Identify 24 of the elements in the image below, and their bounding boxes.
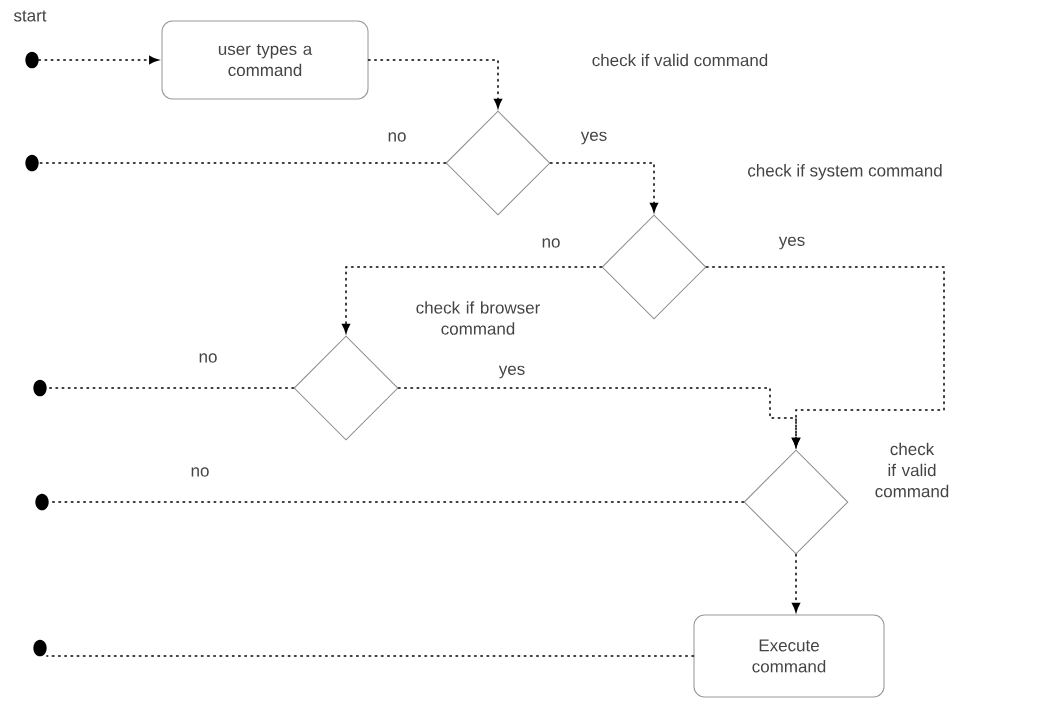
- edge-label: yes: [497, 364, 527, 380]
- edge-label: no: [197, 352, 219, 364]
- terminal-dot: [35, 493, 49, 511]
- arrow: [341, 266, 603, 334]
- edge-label: no: [189, 466, 211, 478]
- annotation-text: check if browser command: [416, 301, 540, 335]
- annotation-text: check if valid command: [592, 53, 768, 67]
- annotation-text: check if valid command: [875, 442, 949, 498]
- edge-label: yes: [777, 235, 807, 251]
- edge-label: yes: [579, 130, 609, 146]
- arrow: [791, 553, 801, 613]
- edge-label: no: [386, 131, 408, 143]
- arrow: [367, 59, 503, 109]
- arrow: [549, 162, 659, 213]
- arrow: [38, 55, 159, 65]
- process-box: Execute command: [693, 614, 885, 698]
- terminal-dot: [25, 154, 39, 172]
- terminal-dot: [33, 639, 47, 657]
- terminal-dot: [33, 379, 47, 397]
- annotation-text: start: [13, 10, 47, 22]
- annotation-text: check if system command: [748, 164, 942, 180]
- edge-label: no: [540, 237, 562, 249]
- arrow: [397, 387, 801, 448]
- process-box: user types a command: [161, 20, 369, 100]
